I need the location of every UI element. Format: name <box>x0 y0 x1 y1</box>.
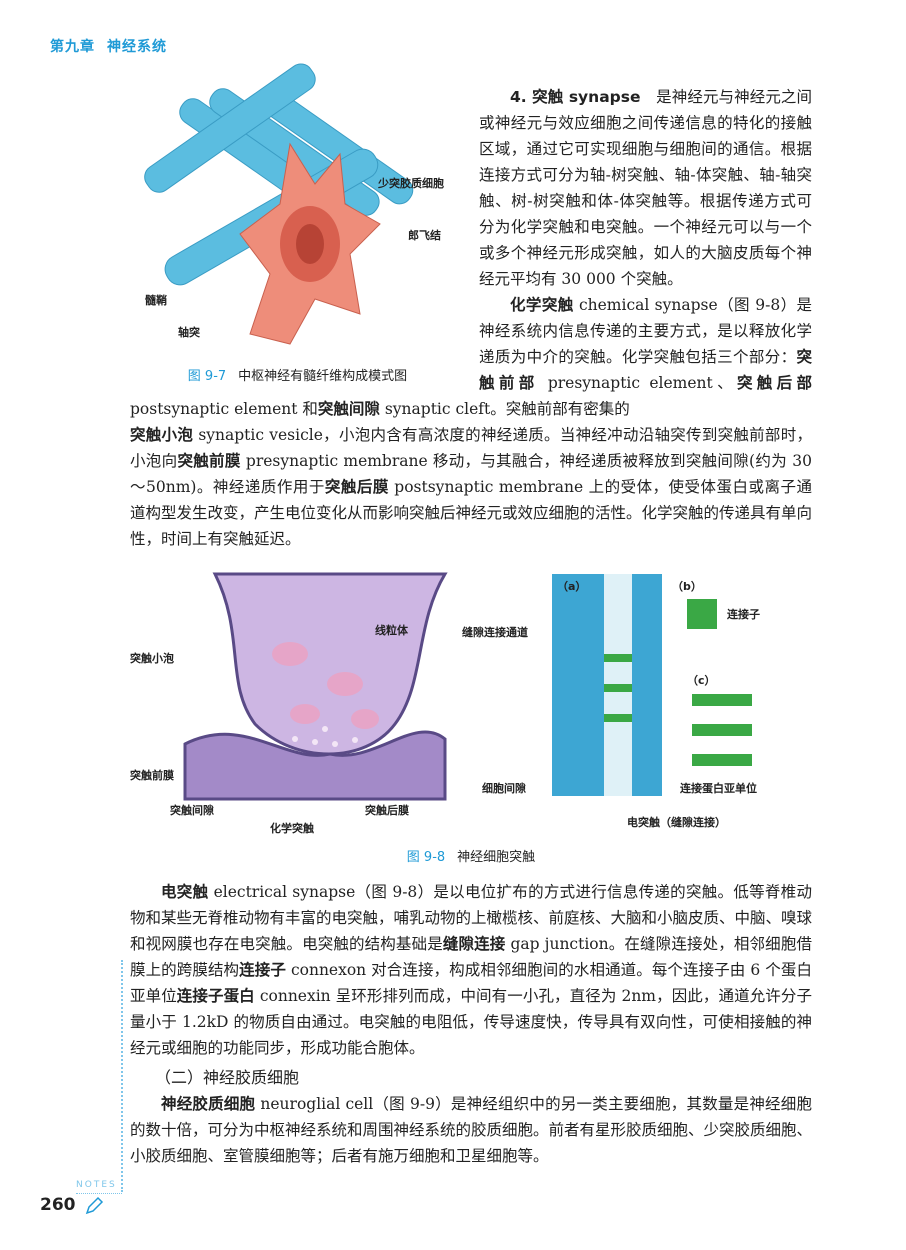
label-mitochondrion: 线粒体 <box>375 623 409 637</box>
figure-9-7-caption: 图 9-7 中枢神经有髓纤维构成模式图 <box>130 365 465 384</box>
label-presynaptic-membrane: 突触前膜 <box>130 768 174 782</box>
text-run: presynaptic element、 <box>538 374 737 392</box>
label-connexon: 连接子 <box>727 607 760 621</box>
text-run: presynaptic membrane 移动，与其融合，神经递质被释放到突触间… <box>130 452 812 496</box>
bold-term: 神经胶质细胞 <box>161 1095 256 1113</box>
figure-9-7-illustration: 少突胶质细胞 郎飞结 髓鞘 轴突 <box>144 63 444 345</box>
text-run: synaptic cleft。突触前部有密集的 <box>379 400 630 418</box>
notes-label: NOTES <box>76 1180 117 1190</box>
figure-9-7: 少突胶质细胞 郎飞结 髓鞘 轴突 图 9-7 中枢神经有髓纤维构成模式图 <box>130 63 465 384</box>
text-run: electrical synapse（图 9-8）是以电位扩布的方式进行信息传递… <box>130 883 813 953</box>
text-run: neuroglial cell（图 9-9）是神经组织中的另一类主要细胞，其数量… <box>130 1095 813 1165</box>
bold-term: 连接子蛋白 <box>176 987 255 1005</box>
section-heading: （二）神经胶质细胞 <box>155 1068 300 1087</box>
label-connexin-subunit: 连接蛋白亚单位 <box>680 781 757 795</box>
figure-number: 图 9-7 <box>187 369 227 384</box>
bold-term: 化学突触 <box>510 296 574 314</box>
label-postsynaptic-membrane: 突触后膜 <box>365 803 409 817</box>
label-myelin: 髓鞘 <box>145 293 167 307</box>
text-run: synaptic vesicle，小泡内含有高浓度的神经递质。当神经冲动沿轴突传… <box>130 426 812 470</box>
text-run: chemical synapse（图 9-8）是神经系统内信息传递的主要方式，是… <box>479 296 812 366</box>
figure-title: 神经细胞突触 <box>457 850 536 865</box>
figure-9-8-caption: 图 9-8 神经细胞突触 <box>130 846 812 865</box>
bold-term: 突触后部 <box>736 374 812 392</box>
paragraph-synapse: 4. 突触 synapse 是神经元与神经元之间或神经元与效应细胞之间传递信息的… <box>130 84 812 292</box>
label-node-of-ranvier: 郎飞结 <box>408 228 441 242</box>
text-run: 是神经元与神经元之间或神经元与效应细胞之间传递信息的特化的接触区域，通过它可实现… <box>479 88 812 288</box>
margin-divider <box>121 960 123 1192</box>
figure-9-8b-electrical-synapse: （a） （b） （c） 缝隙连接通道 连接子 细胞间隙 连接蛋白亚单位 电突触（… <box>462 574 760 829</box>
bold-term: 突触前部 <box>479 348 812 392</box>
paragraph-electrical-synapse: 电突触 electrical synapse（图 9-8）是以电位扩布的方式进行… <box>130 879 812 1061</box>
bold-term: 突触间隙 <box>317 400 380 418</box>
bold-term: 连接子 <box>239 961 286 979</box>
chapter-number: 第九章 <box>50 39 95 55</box>
label-intercellular-space: 细胞间隙 <box>482 781 526 795</box>
chapter-header: 第九章神经系统 <box>50 36 179 56</box>
text-run: connexon 对合连接，构成相邻细胞间的水相通道。每个连接子由 6 个蛋白亚… <box>130 961 812 1005</box>
main-text-flow: 少突胶质细胞 郎飞结 髓鞘 轴突 图 9-7 中枢神经有髓纤维构成模式图 4. 突… <box>130 63 812 1189</box>
text-run: postsynaptic membrane 上的受体，使受体蛋白或离子通道构型发… <box>130 478 813 548</box>
bold-term: 电突触 <box>161 883 209 901</box>
chapter-title: 神经系统 <box>107 39 167 55</box>
notes-divider <box>76 1193 122 1194</box>
figure-9-8: 线粒体 突触小泡 突触前膜 突触间隙 突触后膜 化学突触 （a） （b） （c） <box>130 552 812 865</box>
label-panel-c: （c） <box>687 674 716 687</box>
label-panel-b: （b） <box>672 580 702 593</box>
label-chemical-synapse: 化学突触 <box>270 821 314 835</box>
label-gap-junction-channel: 缝隙连接通道 <box>462 625 528 639</box>
paragraph-neuroglia: 神经胶质细胞 neuroglial cell（图 9-9）是神经组织中的另一类主… <box>130 1091 812 1169</box>
label-axon: 轴突 <box>178 325 200 339</box>
text-run: connexin 呈环形排列而成，中间有一小孔，直径为 2nm，因此，通道允许分… <box>130 987 812 1057</box>
bold-term: 缝隙连接 <box>442 935 506 953</box>
figure-title: 中枢神经有髓纤维构成模式图 <box>238 369 408 384</box>
label-synaptic-vesicle: 突触小泡 <box>130 651 174 665</box>
text-run: postsynaptic element 和 <box>130 400 318 418</box>
paragraph-chemical-synapse: 化学突触 chemical synapse（图 9-8）是神经系统内信息传递的主… <box>130 292 812 422</box>
page-number: 260 <box>40 1195 76 1215</box>
label-synaptic-cleft: 突触间隙 <box>170 803 214 817</box>
label-electrical-synapse: 电突触（缝隙连接） <box>627 815 726 829</box>
bold-term: 突触小泡 <box>130 426 194 444</box>
text-run: gap junction。在缝隙连接处，相邻细胞借膜上的跨膜结构 <box>130 935 812 979</box>
bold-term: 突触前膜 <box>177 452 241 470</box>
paragraph-chemical-synapse-cont: 突触小泡 synaptic vesicle，小泡内含有高浓度的神经递质。当神经冲… <box>130 422 812 552</box>
pen-icon <box>85 1196 104 1215</box>
figure-9-8a-chemical-synapse: 线粒体 突触小泡 突触前膜 突触间隙 突触后膜 化学突触 <box>130 572 448 835</box>
label-oligodendrocyte: 少突胶质细胞 <box>377 176 444 190</box>
figure-number: 图 9-8 <box>406 850 446 865</box>
bold-term: 突触后膜 <box>324 478 389 496</box>
label-panel-a: （a） <box>557 580 586 593</box>
bold-term: 4. 突触 synapse <box>510 88 641 106</box>
